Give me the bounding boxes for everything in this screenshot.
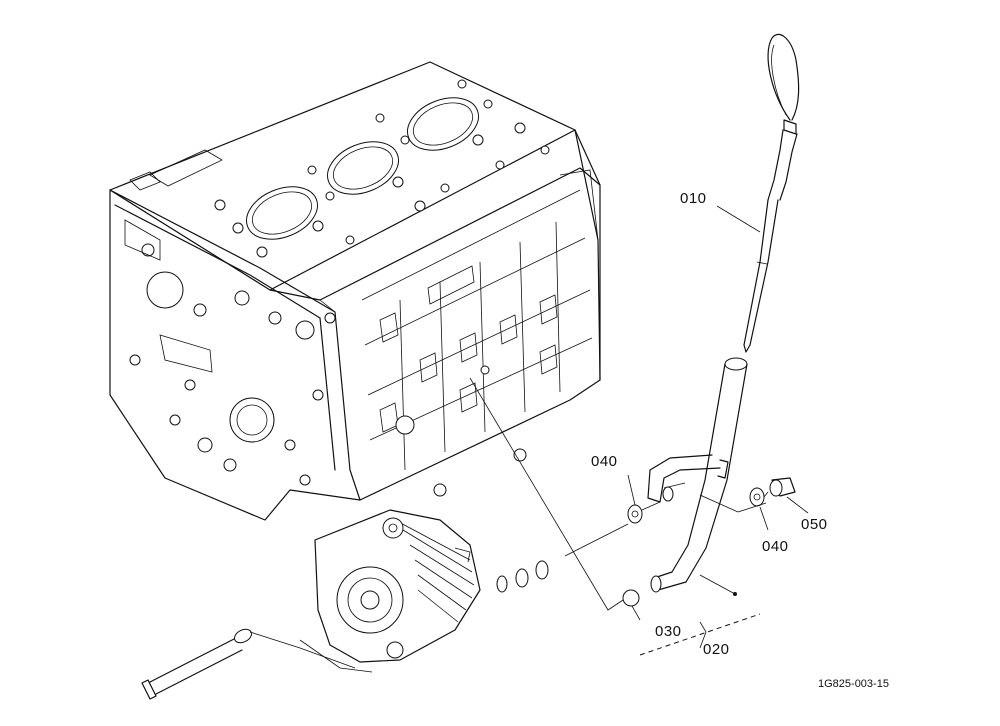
- alternator: [299, 509, 481, 673]
- drawing-reference-code: 1G825-003-15: [818, 678, 889, 690]
- callout-020: 020: [703, 641, 730, 658]
- callout-040-left: 040: [591, 453, 618, 470]
- engine-block: [109, 61, 601, 521]
- alternator-bolt: [141, 628, 356, 700]
- nut-050-face: [769, 479, 783, 497]
- alternator-spacers: [496, 560, 549, 593]
- washer-left-040-bore: [631, 510, 639, 518]
- callout-030: 030: [655, 623, 682, 640]
- leader-lines: [469, 205, 809, 656]
- dipstick: [743, 33, 800, 353]
- callout-040-right: 040: [762, 538, 789, 555]
- guide-pipe: [647, 357, 748, 593]
- washer-left-040: [627, 504, 643, 524]
- washer-right-040-bore: [753, 493, 761, 501]
- washer-right-040: [749, 487, 765, 507]
- callout-050: 050: [801, 516, 828, 533]
- o-ring-030: [622, 589, 640, 607]
- callout-010: 010: [680, 190, 707, 207]
